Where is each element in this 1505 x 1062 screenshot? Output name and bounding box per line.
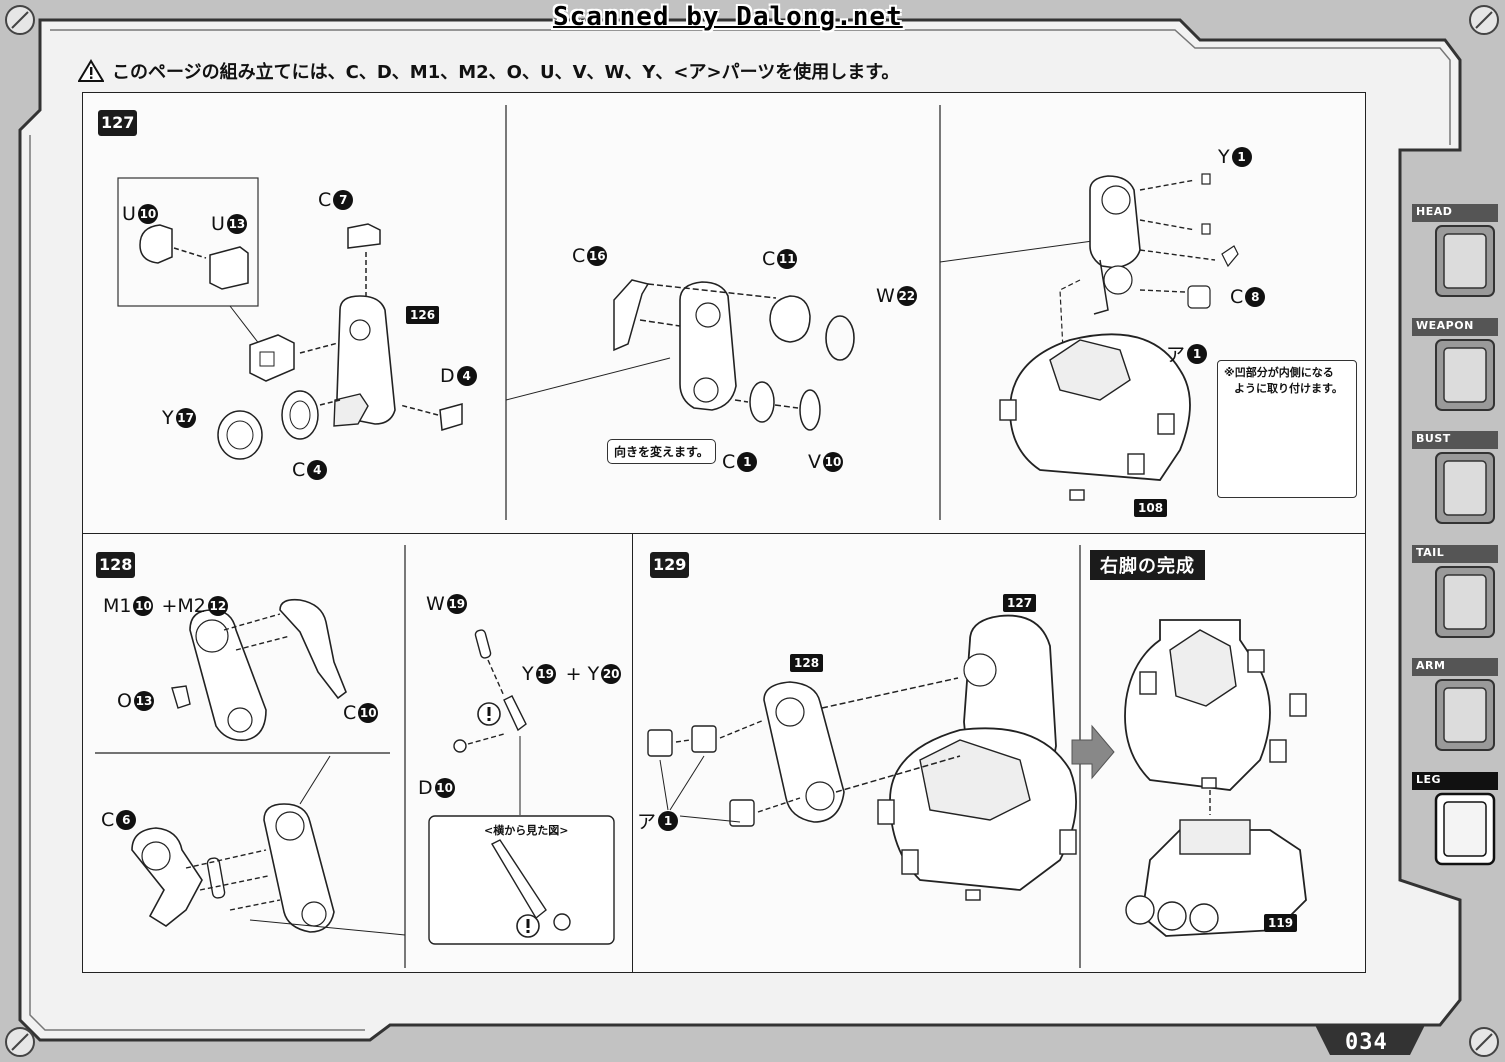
step-number-127: 127 [98, 110, 138, 136]
scan-credit: Scanned by Dalong.net [553, 2, 903, 32]
notice-text: このページの組み立てには、C、D、M1、M2、O、U、V、W、Y、<ア>パーツを… [112, 62, 900, 83]
completed-leg-drawing [1124, 619, 1307, 937]
step-127-part-b-drawing [613, 279, 855, 431]
side-tab-arm-bg [1412, 658, 1498, 751]
ref-119: 119 [1264, 914, 1298, 932]
side-tab-leg[interactable]: LEG [1412, 772, 1502, 876]
side-tab-head-bg [1412, 204, 1498, 297]
step-127-part-a-drawing [117, 177, 463, 460]
side-tab-bust-label: BUST [1416, 432, 1451, 445]
side-tab-arm-label: ARM [1416, 659, 1446, 672]
side-tab-weapon-bg [1412, 318, 1498, 411]
side-tab-bust-bg [1412, 431, 1498, 524]
side-tab-bust[interactable]: BUST [1412, 431, 1502, 535]
ref-108: 108 [1134, 499, 1168, 517]
side-tab-weapon[interactable]: WEAPON [1412, 318, 1502, 422]
parts-notice: このページの組み立てには、C、D、M1、M2、O、U、V、W、Y、<ア>パーツを… [78, 56, 899, 86]
completion-title: 右脚の完成 [1090, 550, 1205, 580]
step-129-drawing [647, 614, 1115, 901]
side-view-caption: <横から見た図> [484, 822, 568, 838]
side-tab-tail-bg [1412, 545, 1498, 638]
warning-icon [78, 59, 104, 82]
concave-note-line-2: ように取り付けます。 [1234, 382, 1343, 395]
step-number-129: 129 [650, 552, 690, 578]
side-tab-leg-bg [1412, 772, 1498, 866]
side-view-text: <横から見た図> [484, 824, 569, 837]
step-number-128: 128 [96, 552, 136, 578]
ref-128: 128 [790, 654, 824, 672]
concave-note: ※凹部分が内側になる ように取り付けます。 [1217, 360, 1357, 498]
step-128-drawing [131, 598, 615, 945]
page-number: 034 [1345, 1030, 1388, 1055]
side-tab-arm[interactable]: ARM [1412, 658, 1502, 762]
side-tab-head[interactable]: HEAD [1412, 204, 1502, 308]
ref-127: 127 [1003, 594, 1037, 612]
ref-126: 126 [406, 306, 440, 324]
side-tab-leg-label: LEG [1416, 773, 1442, 786]
side-tab-weapon-label: WEAPON [1416, 319, 1474, 332]
concave-note-line-1: ※凹部分が内側になる [1224, 366, 1334, 379]
rotate-callout: 向きを変えます。 [607, 439, 716, 464]
side-tab-tail[interactable]: TAIL [1412, 545, 1502, 649]
side-tab-head-label: HEAD [1416, 205, 1453, 218]
step-127-part-c-drawing [999, 173, 1239, 501]
side-tab-tail-label: TAIL [1416, 546, 1445, 559]
